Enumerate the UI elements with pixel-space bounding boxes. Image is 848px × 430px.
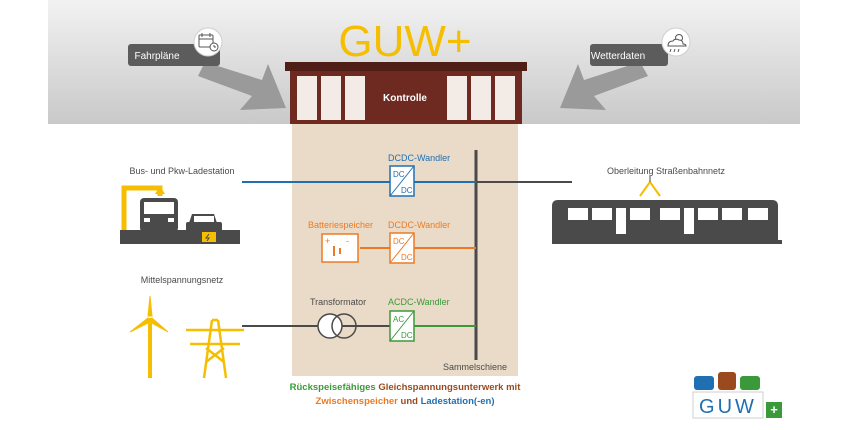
dcdc-mid-out: DC — [401, 253, 413, 262]
dcdc-converter-top: DCDC-Wandler DC DC — [388, 153, 450, 197]
battery-plus: + — [325, 236, 330, 246]
charging-station-icon — [120, 185, 240, 244]
schedule-label: Fahrpläne — [134, 51, 179, 62]
caption: Rückspeisefähiges Gleichspannungsunterwe… — [290, 382, 522, 407]
transformer-coil-left — [317, 313, 343, 339]
weather-label: Wetterdaten — [591, 51, 645, 62]
acdc-divider — [389, 310, 415, 342]
wind-turbine-icon — [129, 295, 169, 378]
arrow-right-icon — [198, 62, 286, 110]
battery: Batteriespeicher + - — [308, 220, 373, 263]
building-windows-right — [445, 74, 517, 122]
power-pylon-icon — [186, 318, 244, 379]
acdc-converter: ACDC-Wandler AC DC — [388, 297, 450, 342]
dcdc-top-label: DCDC-Wandler — [388, 153, 450, 163]
calendar-clock-icon — [198, 33, 219, 52]
control-building: Kontrolle — [285, 62, 527, 124]
building-windows-left — [295, 74, 367, 122]
bus-icon — [140, 198, 178, 232]
acdc-out: DC — [401, 331, 413, 340]
building-label: Kontrolle — [383, 93, 427, 104]
dcdc-top-in: DC — [393, 170, 405, 179]
weather-input: Wetterdaten — [560, 27, 691, 110]
weather-label-box — [590, 44, 668, 66]
car-icon — [186, 214, 222, 242]
schedule-input: Fahrpläne — [128, 27, 286, 110]
calendar-clock-icon-bg — [193, 27, 223, 57]
transformer: Transformator — [310, 297, 366, 339]
transformer-coil-right — [331, 313, 357, 339]
weather-icon — [667, 34, 687, 53]
acdc-in: AC — [393, 315, 404, 324]
building-roof — [285, 62, 527, 71]
logo-letters: GUW — [699, 396, 757, 418]
caption-word-4: und — [401, 396, 419, 407]
page-title: GUW+ — [338, 17, 471, 66]
dcdc-mid-label: DCDC-Wandler — [388, 220, 450, 230]
transformer-label: Transformator — [310, 297, 366, 307]
caption-word-3: Zwischenspeicher — [316, 396, 399, 407]
grid-label: Mittelspannungsnetz — [141, 275, 224, 285]
guw-logo: GUW + — [692, 372, 782, 419]
tram-icon — [552, 176, 782, 244]
dcdc-top-out: DC — [401, 186, 413, 195]
dcdc-mid-divider — [389, 232, 415, 264]
caption-line-2: Zwischenspeicher und Ladestation(-en) — [316, 396, 495, 407]
arrow-left-icon — [560, 62, 648, 110]
logo-plus: + — [770, 402, 778, 417]
dcdc-converter-mid: DCDC-Wandler DC DC — [388, 220, 450, 264]
dcdc-top-divider — [389, 165, 415, 197]
acdc-label: ACDC-Wandler — [388, 297, 450, 307]
dcdc-mid-in: DC — [393, 237, 405, 246]
battery-label: Batteriespeicher — [308, 220, 373, 230]
caption-word-2: Gleichspannungsunterwerk mit — [378, 382, 521, 393]
busbar-label: Sammelschiene — [443, 362, 507, 372]
charging-station-label: Bus- und Pkw-Ladestation — [129, 166, 234, 176]
caption-word-1: Rückspeisefähiges — [290, 382, 376, 393]
battery-minus: - — [346, 236, 349, 246]
caption-word-5: Ladestation(-en) — [421, 396, 495, 407]
caption-line-1: Rückspeisefähiges Gleichspannungsunterwe… — [290, 382, 522, 393]
catenary-label: Oberleitung Straßenbahnnetz — [607, 166, 726, 176]
